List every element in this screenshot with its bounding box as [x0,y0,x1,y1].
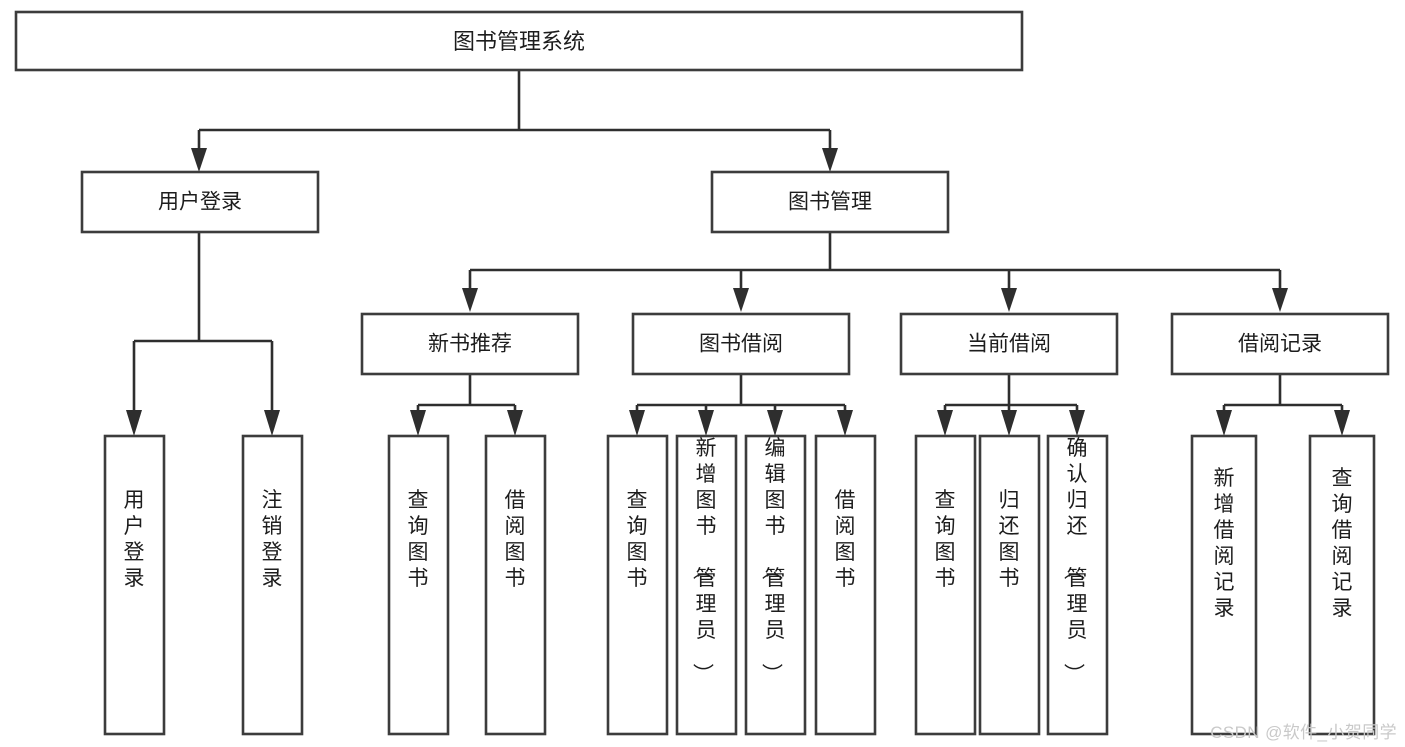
leaf-borrow-book-2-label: 借阅图书 [835,489,856,590]
arrow-head-borrow-record [1272,288,1288,312]
leaf-add-book-label: 新增图书（管理员） [691,437,717,684]
leaf-borrow-book-2-box [814,434,877,736]
leaf-user-logout[interactable]: 注销登录 [241,434,304,736]
arrow-head-leaf-edit-book [767,410,783,436]
leaf-user-logout-label: 注销登录 [262,489,283,590]
leaf-user-login[interactable]: 用户登录 [103,434,166,736]
node-borrow-record-box [1170,312,1390,376]
leaf-add-record[interactable]: 新增借阅记录 [1190,434,1258,736]
arrow-head-user-login [191,148,207,172]
leaf-query-book-1[interactable]: 查询图书 [387,434,450,736]
leaf-user-logout-box [241,434,304,736]
arrow-head-leaf-add-book [698,410,714,436]
leaf-add-book-box [675,434,738,736]
node-new-book-recommend-label: 新书推荐 [428,333,512,356]
arrow-head-leaf-user-logout [264,410,280,436]
leaf-query-book-1-label: 查询图书 [408,489,429,590]
leaf-return-book-box [978,434,1041,736]
arrow-head-book-management [822,148,838,172]
node-borrow-record[interactable]: 借阅记录 [1170,312,1390,376]
leaf-query-book-3-label: 查询图书 [935,489,956,590]
leaf-query-book-3[interactable]: 查询图书 [914,434,977,736]
node-book-borrow-box [631,312,851,376]
leaf-add-book[interactable]: 新增图书（管理员） [675,434,738,736]
node-book-management[interactable]: 图书管理 [710,170,950,234]
node-current-borrow-label: 当前借阅 [967,333,1051,356]
node-borrow-record-label: 借阅记录 [1238,333,1322,356]
node-book-management-box [710,170,950,234]
arrow-head-leaf-query-book-2 [629,410,645,436]
leaf-query-record-label: 查询借阅记录 [1332,467,1353,620]
arrow-head-leaf-user-login [126,410,142,436]
connector-layer [126,70,1350,436]
node-current-borrow[interactable]: 当前借阅 [899,312,1119,376]
node-book-management-label: 图书管理 [788,191,872,214]
arrow-head-leaf-confirm-return [1069,410,1085,436]
arrow-head-book-borrow [733,288,749,312]
node-book-borrow-label: 图书借阅 [699,333,783,356]
leaf-query-book-2-label: 查询图书 [627,489,648,590]
arrow-head-leaf-query-record [1334,410,1350,436]
node-current-borrow-box [899,312,1119,376]
leaf-query-record-box [1308,434,1376,736]
node-root-system[interactable]: 图书管理系统 [14,10,1024,72]
arrow-head-leaf-return-book [1001,410,1017,436]
arrow-head-leaf-query-book-3 [937,410,953,436]
node-user-login-box [80,170,320,234]
node-root-label: 图书管理系统 [453,29,585,54]
csdn-watermark: CSDN @软件_小贺同学 [1210,723,1397,742]
node-user-login-label: 用户登录 [158,191,242,214]
node-new-book-recommend[interactable]: 新书推荐 [360,312,580,376]
arrow-head-current-borrow [1001,288,1017,312]
leaf-add-record-label: 新增借阅记录 [1214,467,1235,620]
arrow-head-new-book-recommend [462,288,478,312]
arrow-head-leaf-query-book-1 [410,410,426,436]
leaf-borrow-book-2[interactable]: 借阅图书 [814,434,877,736]
node-new-book-recommend-box [360,312,580,376]
leaf-query-book-2[interactable]: 查询图书 [606,434,669,736]
leaf-confirm-return[interactable]: 确认归还（管理员） [1046,434,1109,736]
leaf-borrow-book-1[interactable]: 借阅图书 [484,434,547,736]
arrow-head-leaf-borrow-book-2 [837,410,853,436]
leaf-user-login-label: 用户登录 [124,489,145,590]
leaf-edit-book[interactable]: 编辑图书（管理员） [744,434,807,736]
leaf-return-book-label: 归还图书 [999,489,1020,590]
leaf-query-book-3-box [914,434,977,736]
node-book-borrow[interactable]: 图书借阅 [631,312,851,376]
leaf-confirm-return-label: 确认归还（管理员） [1062,437,1088,684]
leaf-query-book-2-box [606,434,669,736]
leaf-borrow-book-1-box [484,434,547,736]
leaf-query-record[interactable]: 查询借阅记录 [1308,434,1376,736]
leaf-add-record-box [1190,434,1258,736]
leaf-query-book-1-box [387,434,450,736]
leaf-return-book[interactable]: 归还图书 [978,434,1041,736]
node-user-login[interactable]: 用户登录 [80,170,320,234]
node-root-box [14,10,1024,72]
leaf-edit-book-label: 编辑图书（管理员） [760,437,786,684]
leaf-borrow-book-1-label: 借阅图书 [505,489,526,590]
leaf-edit-book-box [744,434,807,736]
leaf-user-login-box [103,434,166,736]
arrow-head-leaf-borrow-book-1 [507,410,523,436]
arrow-head-leaf-add-record [1216,410,1232,436]
leaf-confirm-return-box [1046,434,1109,736]
